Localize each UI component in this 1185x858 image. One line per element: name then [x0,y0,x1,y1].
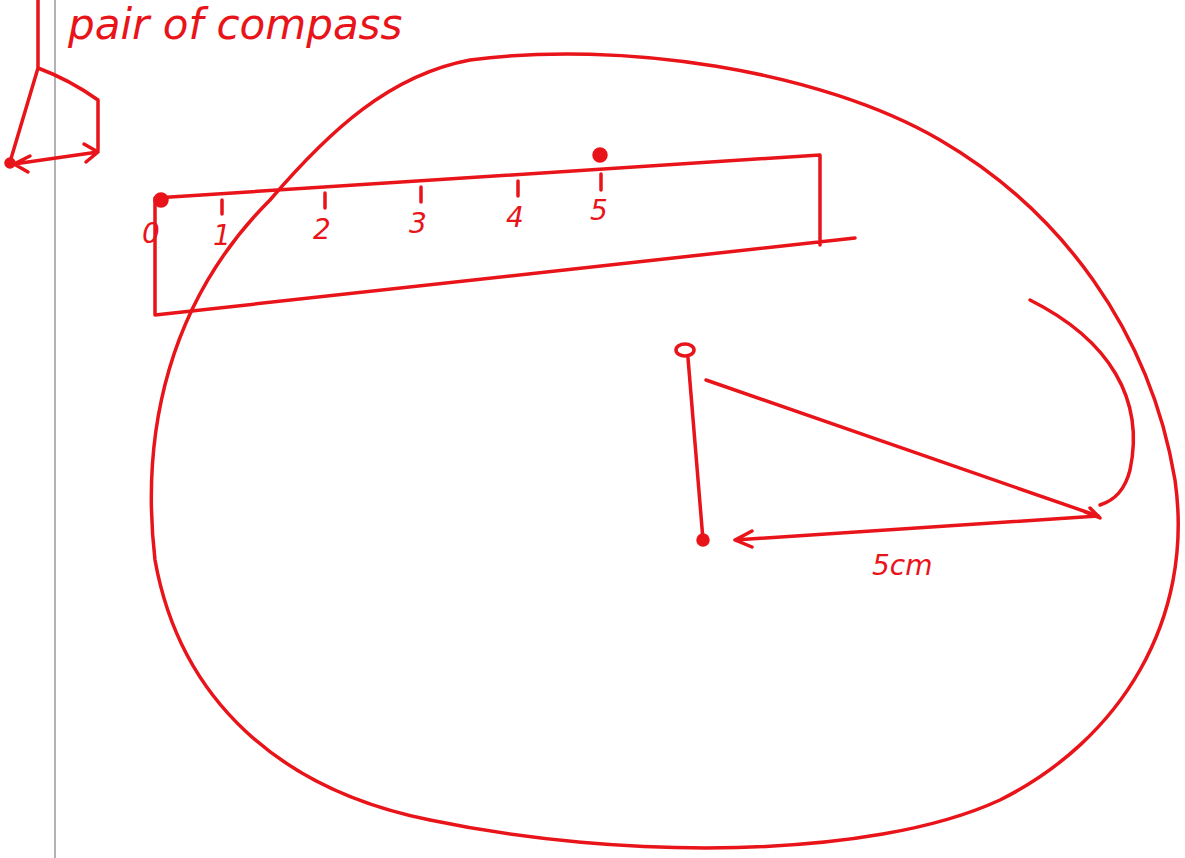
margin-line [54,0,56,858]
compass-drawing [676,300,1133,547]
scale-number: 1 [213,222,231,250]
scale-number: 2 [313,216,331,244]
dimension-label: 5cm [872,552,932,580]
ruler [155,149,855,315]
scale-number: 5 [590,197,608,225]
scale-number: 3 [409,210,427,238]
scale-number: 0 [142,220,160,248]
outline-circle [151,54,1178,848]
handwritten-title: pair of compass [68,4,402,46]
scale-number: 4 [506,204,524,232]
